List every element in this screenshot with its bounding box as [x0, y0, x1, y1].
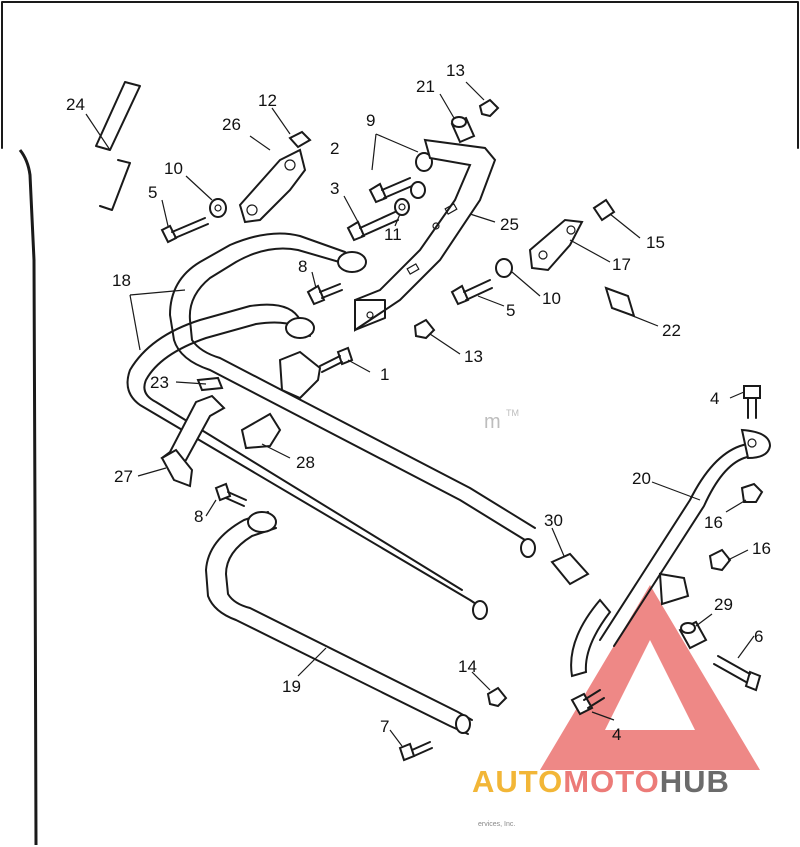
callout-24: 24 [66, 95, 85, 114]
callout-8-upper: 8 [298, 257, 307, 276]
part-3-bolt [346, 211, 399, 242]
part-24-strip [95, 81, 141, 211]
brand-moto: MOTO [563, 764, 659, 799]
callout-18: 18 [112, 271, 131, 290]
part-16-nut-mid [708, 548, 732, 572]
leader-lines [85, 81, 755, 747]
part-25-mount-bracket [354, 138, 497, 332]
callout-5-right: 5 [506, 301, 515, 320]
callout-4-lower: 4 [612, 725, 621, 744]
part-7-bolt [398, 741, 433, 762]
brand-auto: AUTO [472, 764, 563, 799]
part-4-bolt-top [743, 385, 761, 419]
part-9-bolt [368, 152, 433, 204]
callout-2: 2 [330, 139, 339, 158]
trademark-mark: m TM [484, 408, 519, 433]
part-10-washer-right [495, 258, 513, 278]
part-26-bracket [238, 148, 307, 224]
callout-12: 12 [258, 91, 277, 110]
trademark-symbol: TM [506, 408, 519, 418]
part-29-spacer [678, 620, 708, 650]
callout-22: 22 [662, 321, 681, 340]
part-23-pad [196, 376, 224, 392]
callout-23: 23 [150, 373, 169, 392]
part-5-bolt-right [450, 279, 493, 306]
part-11-washer [394, 198, 410, 216]
svg-text:AUTOMOTOHUB: AUTOMOTOHUB [472, 764, 730, 799]
callout-8-lower: 8 [194, 507, 203, 526]
part-22-clip [604, 286, 636, 318]
callout-10-right: 10 [542, 289, 561, 308]
part-16-nut-top [740, 482, 764, 503]
callout-13-top: 13 [446, 61, 465, 80]
part-13-nut-top [478, 98, 500, 118]
copyright-fragment: ervices, Inc. [478, 821, 515, 828]
callout-7: 7 [380, 717, 389, 736]
callout-3: 3 [330, 179, 339, 198]
callout-17: 17 [612, 255, 631, 274]
part-10-washer-left [209, 198, 227, 218]
part-17-bracket [528, 218, 584, 272]
callout-15: 15 [646, 233, 665, 252]
part-19-lower-frame [205, 511, 473, 735]
callout-6: 6 [754, 627, 763, 646]
callout-25: 25 [500, 215, 519, 234]
callout-20: 20 [632, 469, 651, 488]
part-28-clamp [240, 350, 322, 450]
callout-11: 11 [384, 225, 402, 244]
callout-19: 19 [282, 677, 301, 696]
part-6-bolt [713, 655, 762, 692]
watermark-logo [540, 585, 760, 770]
callout-10-left: 10 [164, 159, 183, 178]
part-18-handle-frame [126, 232, 536, 620]
callout-29: 29 [714, 595, 733, 614]
callout-13-lower: 13 [464, 347, 483, 366]
callout-1: 1 [380, 365, 389, 384]
callout-5-left: 5 [148, 183, 157, 202]
part-27-mount [160, 394, 226, 488]
callout-27: 27 [114, 467, 133, 486]
part-8-bolt-lower [214, 482, 247, 507]
callout-labels: 24 26 12 2 9 21 13 10 5 3 11 25 15 17 10… [66, 61, 771, 744]
callout-16-mid: 16 [752, 539, 771, 558]
part-8-bolt-upper [306, 283, 343, 306]
callout-14: 14 [458, 657, 477, 676]
callout-9: 9 [366, 111, 375, 130]
callout-28: 28 [296, 453, 315, 472]
part-20-arm [570, 428, 772, 678]
brand-hub: HUB [660, 764, 730, 799]
trademark-fragment: m [484, 411, 501, 433]
part-15-clip [592, 198, 616, 222]
part-12-nut [288, 130, 312, 149]
callout-30: 30 [544, 511, 563, 530]
part-21-spacer [450, 116, 476, 144]
part-4-bolt-lower [570, 689, 605, 716]
callout-4-top: 4 [710, 389, 719, 408]
part-1-screw [319, 346, 354, 373]
watermark-wordmark: AUTOMOTOHUB [472, 764, 730, 799]
part-14-nut [486, 686, 508, 708]
callout-26: 26 [222, 115, 241, 134]
part-5-bolt-left [160, 217, 209, 244]
callout-16-top: 16 [704, 513, 723, 532]
part-30-sleeve [550, 552, 590, 586]
callout-21: 21 [416, 77, 435, 96]
